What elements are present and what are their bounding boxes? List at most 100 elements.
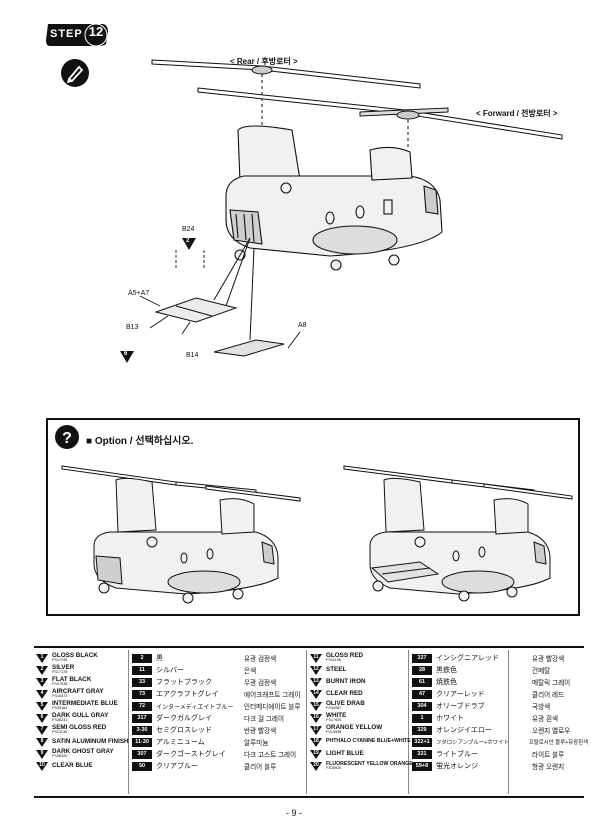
paint-number-badge: 3 [36, 677, 48, 687]
paint-name-jp: ダークガルグレイ [156, 715, 212, 722]
paint-code: 61 [412, 677, 432, 687]
paint-number-badge: 20 [310, 761, 322, 771]
option-box [46, 418, 580, 616]
paint-number-badge: 19 [310, 749, 322, 759]
forward-rotor-label: < Forward / 전방로터 > [476, 109, 558, 118]
paint-code: 317 [132, 713, 152, 723]
paint-code: 47 [412, 689, 432, 699]
paint-name-jp: ホワイト [436, 715, 464, 722]
paint-code: 307 [132, 749, 152, 759]
part-b-badge: 6 [124, 351, 128, 357]
paint-name-ko: 메탈릭 그레이 [532, 680, 571, 687]
paint-code: 327 [412, 653, 432, 663]
paint-name-jp: 黒 [156, 655, 163, 662]
paint-name-ko: 클리어 블루 [244, 764, 277, 771]
paint-number-badge: 2 [36, 665, 48, 675]
paint-code: 73 [132, 689, 152, 699]
paint-name-ko: 유광 빨강색 [532, 656, 565, 663]
paint-name-ko: 형광 오렌지 [532, 764, 565, 771]
paint-code: 3-30 [132, 725, 152, 735]
paint-name-jp: 蛍光オレンジ [436, 763, 478, 770]
rear-rotor [151, 59, 421, 125]
paint-number-badge: 4 [36, 689, 48, 699]
paint-code: 28 [412, 665, 432, 675]
paint-code: 50 [132, 761, 152, 771]
paint-code: 72 [132, 701, 152, 711]
paint-code: 11-30 [132, 737, 152, 747]
paint-code: 59+8 [412, 761, 432, 771]
part-b14-label: B14 [186, 352, 199, 359]
paint-name-ko: 프탈로시안 블루+유광흰색 [528, 740, 589, 746]
paint-name-ko: 에어크래프트 그레이 [244, 692, 301, 699]
fuselage [225, 125, 443, 271]
paint-number-badge: 16 [310, 713, 322, 723]
paint-name-ko: 건메탈 [532, 668, 551, 675]
paint-code: 322+1 [412, 737, 432, 747]
paint-name-ko: 인터메디에이트 블루 [244, 704, 301, 711]
paint-code: 329 [412, 725, 432, 735]
question-icon: ? [55, 425, 79, 449]
paint-number-badge: 14 [310, 689, 322, 699]
paint-name-ko: 은색 [244, 668, 257, 675]
paint-name-jp: フタロシアンブルー+ホワイト [436, 740, 509, 746]
part-a5a7-label: A5+A7 [128, 290, 150, 297]
paint-number-badge: 15 [310, 701, 322, 711]
paint-name-jp: オレンジイエロー [436, 727, 492, 734]
paint-code: 321 [412, 749, 432, 759]
part-a8-label: A8 [298, 322, 307, 329]
paint-number-badge: 11 [310, 653, 322, 663]
paint-name-ko: 클리어 레드 [532, 692, 565, 699]
paint-name-jp: インターメディエイトブルー [156, 704, 234, 711]
paint-name-ko: 다크 고스트 그레이 [244, 752, 297, 759]
paint-name-jp: フラットブラック [156, 679, 212, 686]
paint-name-jp: 焼鉄色 [436, 679, 457, 686]
page-number: - 9 - [286, 808, 303, 818]
paint-name-ko: 유광 흰색 [532, 716, 559, 723]
paint-name-ko: 알루미늄 [244, 740, 269, 747]
main-helicopter-illustration [120, 59, 563, 363]
part-b13-label: B13 [126, 324, 139, 331]
forward-rotor [197, 87, 563, 150]
palette-col-4: 327 インシグニアレッド 유광 빨강색 28 黒鉄色 건메탈 61 焼鉄色 메탈릭 그레이… [412, 652, 588, 772]
paint-number-badge: 1 [36, 653, 48, 663]
paint-code: 11 [132, 665, 152, 675]
step-label: STEP [50, 28, 83, 40]
paint-name-ko: 유광 검정색 [244, 656, 277, 663]
option-helicopter-left [61, 465, 301, 604]
paint-name-jp: クリアブルー [156, 763, 198, 770]
paint-number-badge: 12 [310, 665, 322, 675]
paint-number-badge: 6 [36, 713, 48, 723]
paint-name-jp: エアクラフトグレイ [156, 691, 219, 698]
paint-number-badge: 13 [310, 677, 322, 687]
step-badge [46, 23, 108, 47]
paint-name-jp: インシグニアレッド [436, 655, 499, 662]
cargo-ramp [154, 237, 285, 357]
paint-code: 1 [412, 713, 432, 723]
paint-name-jp: オリーブドラブ [436, 703, 485, 710]
paint-name-jp: ダークゴーストグレイ [156, 751, 226, 758]
paint-name-ko: 오렌지 옐로우 [532, 728, 571, 735]
paint-number-badge: 18 [310, 737, 322, 747]
paint-name-ko: 무광 검정색 [244, 680, 277, 687]
paint-name-ko: 반광 빨강색 [244, 728, 277, 735]
b24-badge-shape [182, 238, 196, 250]
paint-number-badge: 9 [36, 749, 48, 759]
glue-icon [61, 59, 89, 87]
white-dot [286, 444, 340, 498]
b-badge-shape [120, 351, 134, 363]
paint-name-jp: 黒鉄色 [436, 667, 457, 674]
paint-number-badge: 5 [36, 701, 48, 711]
